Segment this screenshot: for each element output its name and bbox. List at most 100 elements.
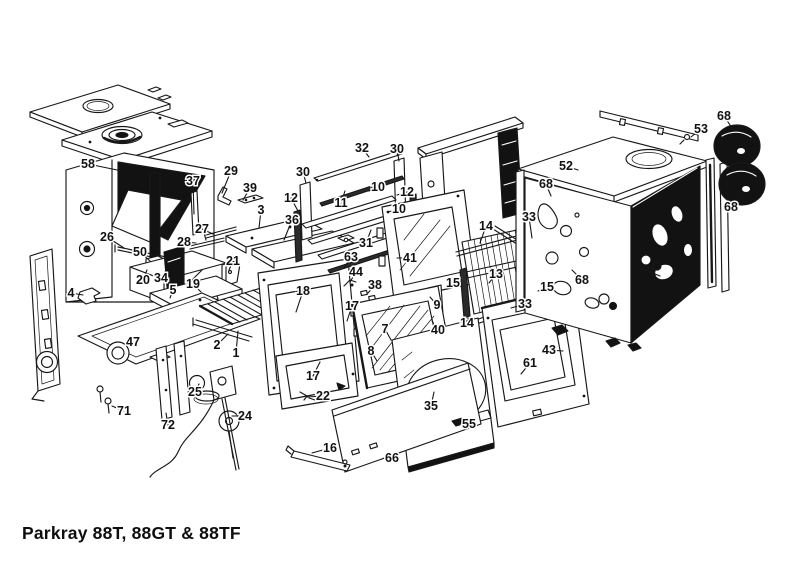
leader-line-12 [290,197,299,212]
part-number-63: 63 [344,250,358,264]
leader-line-52 [565,165,579,171]
leader-line-22 [306,395,324,398]
part-number-24: 24 [238,409,252,423]
part-number-4: 4 [68,286,75,300]
part-number-30: 30 [296,165,310,179]
leader-line-14 [466,317,475,324]
part-number-15: 15 [446,276,460,290]
part-number-16: 16 [323,441,337,455]
part-number-71: 71 [117,404,131,418]
small-brackets-upper [190,186,264,236]
leader-line-28 [183,241,197,244]
part-number-17: 17 [306,369,320,383]
part-number-21: 21 [226,254,240,268]
top-lid-plate [29,84,172,138]
part-number-14: 14 [460,316,474,330]
part-number-66: 66 [385,451,399,465]
part-number-40: 40 [431,323,445,337]
leader-line-5 [169,289,174,299]
leader-line-33 [510,303,526,309]
part-number-14: 14 [479,219,493,233]
leader-line-27 [201,228,214,235]
part-number-29: 29 [224,164,238,178]
leader-line-55 [460,422,470,425]
leader-line-12 [396,191,408,196]
part-number-27: 27 [195,222,209,236]
bottom-panel [331,362,482,473]
part-number-20: 20 [136,273,150,287]
part-number-18: 18 [296,284,310,298]
part-number-7: 7 [382,322,389,336]
part-number-19: 19 [186,277,200,291]
part-number-68: 68 [575,273,589,287]
part-number-13: 13 [489,267,503,281]
leader-line-40 [431,320,439,331]
part-number-12: 12 [284,191,298,205]
part-number-68: 68 [539,177,553,191]
leader-line-17 [346,305,353,322]
part-number-61: 61 [523,356,537,370]
part-number-33: 33 [518,297,532,311]
leader-line-68 [723,115,733,129]
leader-line-30 [396,148,400,162]
leader-line-26 [106,236,125,249]
part-number-2: 2 [214,338,221,352]
damper-discs [713,124,766,206]
leader-line-68 [571,269,583,281]
part-number-9: 9 [434,298,441,312]
part-number-44: 44 [349,265,363,279]
part-number-28: 28 [177,235,191,249]
flue-panel [376,189,477,301]
left-side-strip [29,248,61,402]
leader-line-9 [429,296,438,306]
leader-line-68 [545,183,552,197]
part-number-58: 58 [81,157,95,171]
leader-line-63 [343,256,352,269]
leader-line-50 [139,251,151,262]
leader-line-58 [87,163,123,172]
part-number-10: 10 [371,180,385,194]
leader-line-44 [349,271,357,283]
diagram-title: Parkray 88T, 88GT & 88TF [22,523,241,543]
stove-body [515,110,730,352]
leader-line-68 [730,195,740,208]
leader-line-2 [216,333,229,346]
leader-line-39 [242,187,251,201]
part-number-37: 37 [186,174,200,188]
part-number-33: 33 [522,210,536,224]
leader-line-21 [228,260,234,271]
leader-line-36 [283,219,293,241]
small-bars [285,382,467,472]
part-number-72: 72 [161,418,175,432]
part-number-5: 5 [170,283,177,297]
leader-line-61 [520,362,531,375]
part-number-10: 10 [392,202,406,216]
leader-line-15 [537,286,548,292]
leader-line-10 [368,186,379,192]
part-number-25: 25 [188,385,202,399]
leader-line-19 [192,283,202,293]
leader-line-43 [548,349,564,352]
part-number-50: 50 [133,245,147,259]
part-number-11: 11 [334,196,347,210]
leader-line-15 [452,282,463,285]
leader-line-11 [340,190,346,204]
small-clips [343,279,376,302]
fastener-screws [96,385,112,414]
leader-line-4 [70,292,84,296]
leader-line-10 [387,208,400,213]
leader-line-71 [111,405,125,412]
leader-line-29 [221,170,232,194]
leader-line-13 [488,273,497,284]
part-number-34: 34 [154,271,168,285]
part-number-12: 12 [400,185,414,199]
trim-rails [293,150,419,274]
part-number-15: 15 [540,280,554,294]
leader-line-32 [361,147,370,158]
part-number-39: 39 [243,181,257,195]
leader-line-3 [258,209,262,229]
leader-line-1 [235,330,239,354]
